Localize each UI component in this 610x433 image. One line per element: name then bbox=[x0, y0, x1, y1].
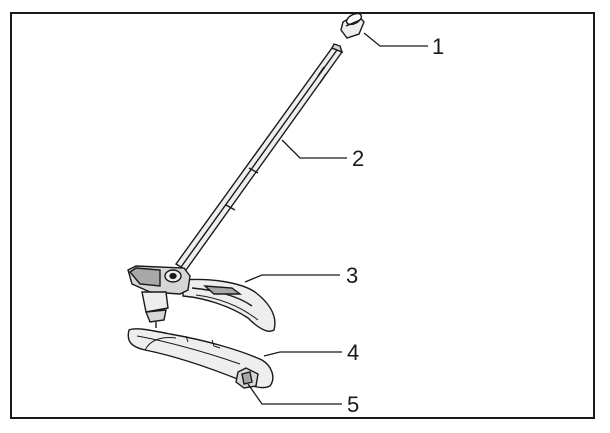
part-1-end-cap bbox=[340, 12, 365, 39]
part-4-guard bbox=[127, 328, 274, 389]
callout-4: 4 bbox=[347, 340, 360, 365]
part-2-shaft bbox=[174, 43, 344, 271]
leader-line-4 bbox=[263, 351, 342, 357]
part-3-gear-head-and-shield bbox=[127, 265, 276, 332]
leader-line-1 bbox=[363, 32, 428, 47]
leader-line-2 bbox=[281, 139, 347, 159]
figure-frame bbox=[10, 12, 595, 419]
callout-2: 2 bbox=[352, 146, 365, 171]
leader-lines bbox=[244, 32, 428, 405]
leader-line-3 bbox=[244, 274, 340, 283]
part-5-clip bbox=[235, 367, 259, 389]
callout-3: 3 bbox=[346, 263, 359, 288]
callout-5: 5 bbox=[347, 392, 360, 417]
callout-1: 1 bbox=[432, 34, 445, 59]
leader-line-5 bbox=[247, 383, 342, 405]
